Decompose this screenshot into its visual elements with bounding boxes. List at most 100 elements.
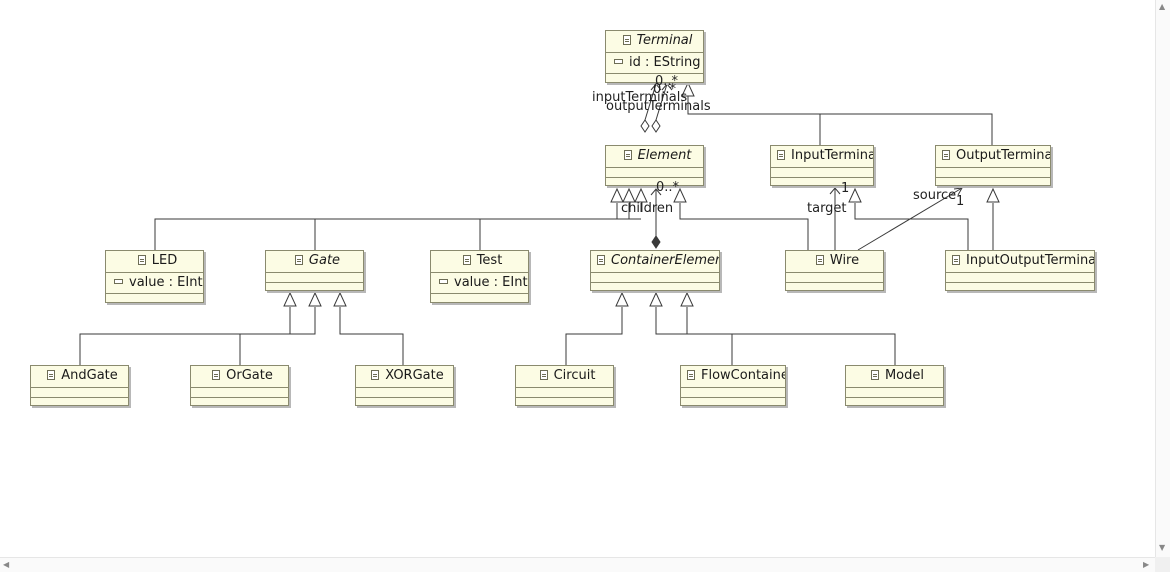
eclass-icon xyxy=(777,150,785,160)
operations-compartment xyxy=(846,398,943,407)
class-circuit[interactable]: Circuit xyxy=(515,365,614,406)
scroll-down-icon[interactable]: ▼ xyxy=(1159,543,1166,552)
label-children: children xyxy=(621,201,674,216)
operations-compartment xyxy=(31,398,128,407)
scrollbar-corner xyxy=(1155,557,1170,572)
class-name: AndGate xyxy=(61,368,118,383)
attribute-row[interactable]: value : EInt xyxy=(106,273,203,294)
class-xor-gate-header: XORGate xyxy=(356,366,453,388)
class-model[interactable]: Model xyxy=(845,365,944,406)
class-flow-container[interactable]: FlowContainer xyxy=(680,365,786,406)
attributes-compartment xyxy=(191,388,288,398)
class-name: Gate xyxy=(308,253,341,268)
class-terminal-header: Terminal xyxy=(606,31,703,53)
generalization-and-gate xyxy=(79,307,316,365)
class-model-header: Model xyxy=(846,366,943,388)
eclass-icon xyxy=(539,370,548,380)
generalization-arrowhead xyxy=(649,291,663,307)
containment-diamond xyxy=(651,119,661,133)
class-input-output-terminal[interactable]: InputOutputTerminal xyxy=(945,250,1095,291)
operations-compartment xyxy=(516,398,613,407)
generalization-circuit xyxy=(565,307,623,365)
generalization-io-input xyxy=(854,203,969,250)
class-or-gate-header: OrGate xyxy=(191,366,288,388)
attribute-row[interactable]: id : EString xyxy=(606,53,703,74)
operations-compartment xyxy=(106,294,203,303)
eclass-icon xyxy=(623,150,632,160)
generalization-output-terminal xyxy=(687,96,993,145)
operations-compartment xyxy=(946,283,1094,292)
horizontal-scrollbar[interactable]: ◀ ▶ xyxy=(0,557,1155,572)
attributes-compartment xyxy=(591,273,719,283)
scroll-up-icon[interactable]: ▲ xyxy=(1159,2,1166,11)
label-mult-children: 0..* xyxy=(656,180,680,195)
label-target: target xyxy=(807,201,847,216)
diagram-canvas[interactable]: Terminal id : EString Element InputTermi… xyxy=(0,0,1155,557)
eattribute-icon xyxy=(114,279,123,284)
class-container-element-header: ContainerElement xyxy=(591,251,719,273)
vertical-scrollbar[interactable]: ▲ ▼ xyxy=(1155,0,1170,557)
class-name: XORGate xyxy=(385,368,444,383)
class-xor-gate[interactable]: XORGate xyxy=(355,365,454,406)
label-input-terminals: inputTerminals xyxy=(592,90,688,105)
class-output-terminal[interactable]: OutputTerminal xyxy=(935,145,1051,186)
generalization-wire xyxy=(679,203,809,250)
attribute-row[interactable]: value : EInt xyxy=(431,273,528,294)
class-name: Model xyxy=(884,368,925,383)
attributes-compartment xyxy=(771,168,873,178)
operations-compartment xyxy=(591,283,719,292)
generalization-arrowhead xyxy=(986,187,1000,203)
class-container-element[interactable]: ContainerElement xyxy=(590,250,720,291)
label-mult-source: 1 xyxy=(956,194,965,209)
eclass-icon xyxy=(371,370,380,380)
attributes-compartment xyxy=(516,388,613,398)
class-or-gate[interactable]: OrGate xyxy=(190,365,289,406)
eattribute-icon xyxy=(439,279,448,284)
attributes-compartment xyxy=(31,388,128,398)
class-input-terminal[interactable]: InputTerminal xyxy=(770,145,874,186)
attribute-label: value : EInt xyxy=(454,275,528,290)
eattribute-icon xyxy=(614,59,623,64)
class-and-gate[interactable]: AndGate xyxy=(30,365,129,406)
scroll-left-icon[interactable]: ◀ xyxy=(3,560,10,569)
eclass-icon xyxy=(137,255,146,265)
class-wire[interactable]: Wire xyxy=(785,250,884,291)
class-wire-header: Wire xyxy=(786,251,883,273)
operations-compartment xyxy=(266,283,363,292)
eclass-icon xyxy=(942,150,950,160)
eclass-icon xyxy=(597,255,605,265)
operations-compartment xyxy=(771,178,873,187)
reference-arrowhead xyxy=(829,187,841,195)
eclass-icon xyxy=(47,370,56,380)
scroll-right-icon[interactable]: ▶ xyxy=(1143,560,1150,569)
class-output-terminal-header: OutputTerminal xyxy=(936,146,1050,168)
eclass-icon xyxy=(212,370,221,380)
label-mult-output: 0..* xyxy=(653,82,677,97)
label-mult-input: 0..* xyxy=(655,74,679,89)
class-name: InputTerminal xyxy=(791,148,873,163)
class-circuit-header: Circuit xyxy=(516,366,613,388)
class-terminal[interactable]: Terminal id : EString xyxy=(605,30,704,83)
attributes-compartment xyxy=(266,273,363,283)
class-name: Test xyxy=(476,253,503,268)
operations-compartment xyxy=(681,398,785,407)
class-flow-container-header: FlowContainer xyxy=(681,366,785,388)
operations-compartment xyxy=(356,398,453,407)
generalization-arrowhead xyxy=(673,187,687,203)
class-test-header: Test xyxy=(431,251,528,273)
generalization-arrowhead xyxy=(615,291,629,307)
operations-compartment xyxy=(191,398,288,407)
class-gate-header: Gate xyxy=(266,251,363,273)
eclass-icon xyxy=(687,370,695,380)
class-element[interactable]: Element xyxy=(605,145,704,186)
attributes-compartment xyxy=(946,273,1094,283)
generalization-arrowhead xyxy=(333,291,347,307)
class-name: InputOutputTerminal xyxy=(966,253,1094,268)
class-test[interactable]: Test value : EInt xyxy=(430,250,529,303)
label-mult-target: 1 xyxy=(841,181,850,196)
operations-compartment xyxy=(606,178,703,187)
class-led[interactable]: LED value : EInt xyxy=(105,250,204,303)
eclass-icon xyxy=(294,255,303,265)
class-gate[interactable]: Gate xyxy=(265,250,364,291)
class-name: Terminal xyxy=(636,33,693,48)
